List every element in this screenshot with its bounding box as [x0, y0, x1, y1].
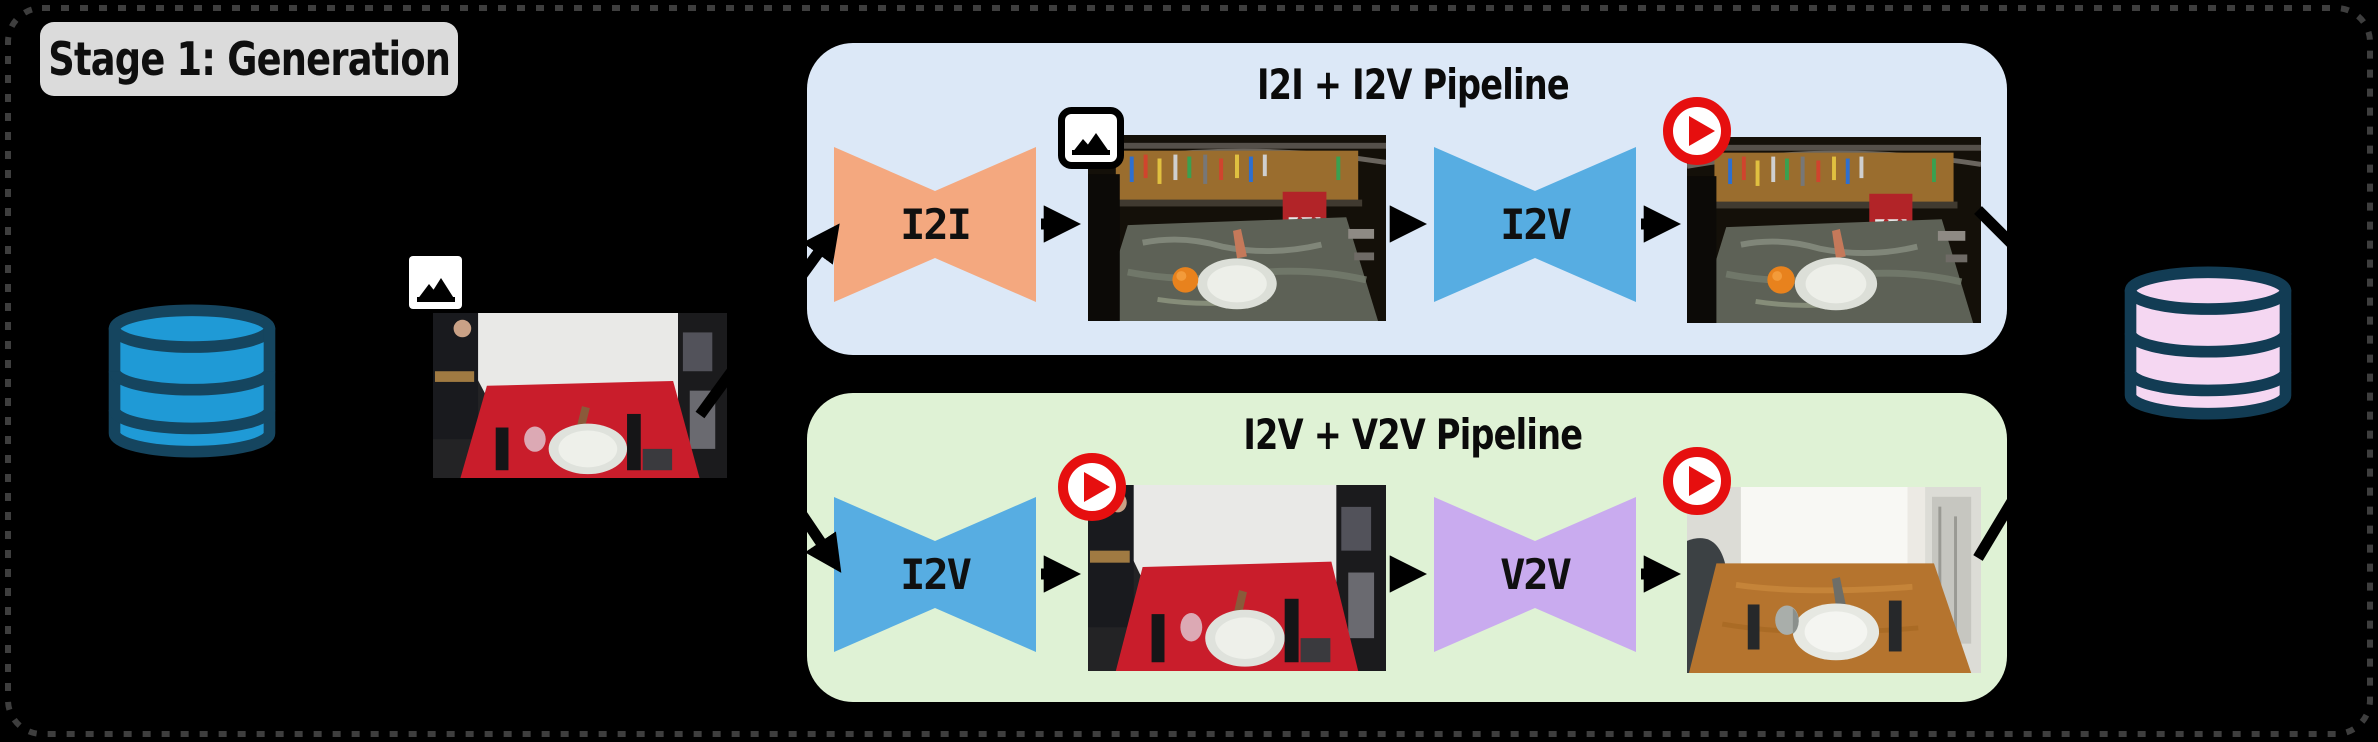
generated-image-top-1	[1088, 135, 1386, 321]
model-i2v-bottom: I2V	[834, 497, 1036, 652]
stage-label: Stage 1: Generation	[40, 22, 458, 96]
model-label: I2V	[900, 550, 972, 599]
pipeline-title-bottom: I2V + V2V Pipeline	[1243, 410, 1584, 459]
video-play-icon	[1663, 97, 1731, 165]
video-play-icon	[1058, 453, 1126, 521]
generated-video-top	[1687, 137, 1981, 323]
generated-video-bottom-1	[1088, 485, 1386, 671]
source-database-icon	[108, 304, 276, 458]
image-icon	[1058, 107, 1124, 169]
video-play-icon	[1663, 447, 1731, 515]
generated-video-bottom-2	[1687, 487, 1981, 673]
model-label: V2V	[1500, 550, 1572, 599]
generated-database-icon	[2124, 266, 2292, 420]
model-i2i: I2I	[834, 147, 1036, 302]
model-label: I2I	[900, 200, 972, 249]
model-label: I2V	[1500, 200, 1572, 249]
image-icon	[409, 256, 462, 309]
stage-label-text: Stage 1: Generation	[48, 32, 451, 86]
input-image-photo	[433, 313, 727, 478]
model-v2v: V2V	[1434, 497, 1636, 652]
pipeline-title-top: I2I + I2V Pipeline	[1257, 60, 1570, 109]
model-i2v-top: I2V	[1434, 147, 1636, 302]
